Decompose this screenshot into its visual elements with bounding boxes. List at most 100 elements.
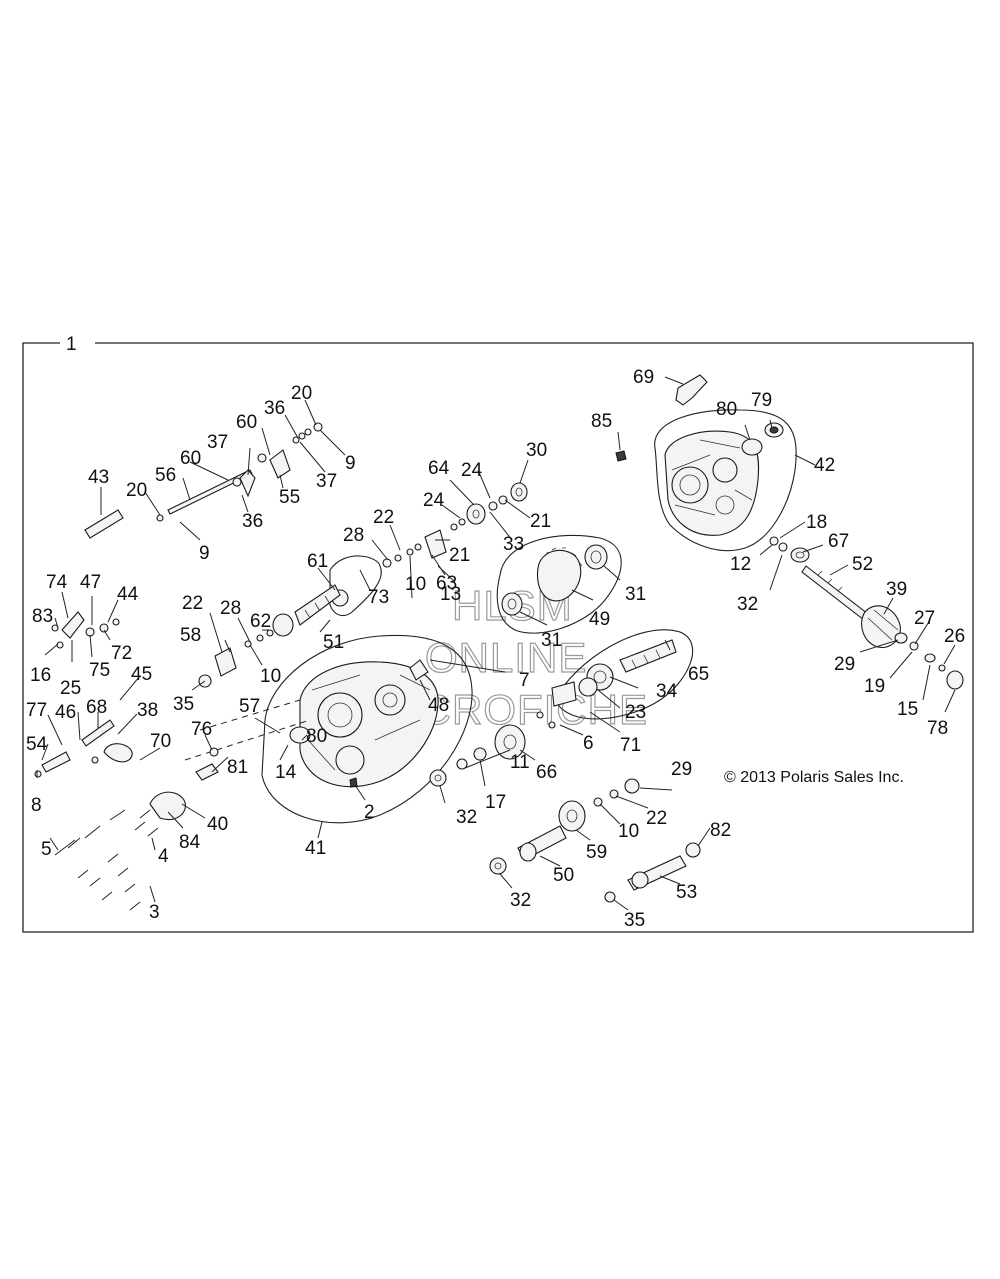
output-shaft-part <box>769 536 964 690</box>
part-label-p68: 68 <box>86 697 107 718</box>
part-label-p40: 40 <box>207 814 228 835</box>
part-label-p11: 11 <box>510 752 530 773</box>
part-label-p75: 75 <box>89 660 110 681</box>
part-label-p28b: 28 <box>220 598 241 619</box>
part-label-p71: 71 <box>620 735 641 756</box>
part-label-p53: 53 <box>676 882 697 903</box>
diagram-frame: 1 <box>22 334 974 933</box>
part-label-p28a: 28 <box>343 525 364 546</box>
part-label-p18: 18 <box>806 512 827 533</box>
part-label-p41: 41 <box>305 838 326 859</box>
part-label-p35a: 35 <box>173 694 194 715</box>
part-label-p13: 13 <box>440 584 461 605</box>
part-label-p46: 46 <box>55 702 76 723</box>
part-label-p49: 49 <box>589 609 610 630</box>
part-label-p59: 59 <box>586 842 607 863</box>
part-label-p77: 77 <box>26 700 47 721</box>
leader-lines <box>36 376 956 911</box>
part-label-p58: 58 <box>180 625 201 646</box>
part-label-p79: 79 <box>751 390 772 411</box>
pinion-shaft-part <box>536 629 694 729</box>
part-label-p12: 12 <box>730 554 751 575</box>
part-label-p85: 85 <box>591 411 612 432</box>
part-label-p45: 45 <box>131 664 152 685</box>
part-label-p15: 15 <box>897 699 918 720</box>
part-label-p31b: 31 <box>541 630 562 651</box>
part-label-p50: 50 <box>553 865 574 886</box>
part-label-p63: 63 <box>436 573 457 594</box>
part-label-p74: 74 <box>46 572 68 593</box>
part-label-p33: 33 <box>503 534 524 555</box>
part-label-p69: 69 <box>633 367 654 388</box>
part-label-p32c: 32 <box>510 890 531 911</box>
part-label-p10a: 10 <box>405 574 426 595</box>
part-label-p37a: 37 <box>207 432 228 453</box>
upper-gear-train-part <box>198 482 528 688</box>
part-label-p38: 38 <box>137 700 158 721</box>
part-label-p48: 48 <box>428 695 449 716</box>
part-label-p76: 76 <box>191 719 212 740</box>
part-label-p9b: 9 <box>199 543 210 564</box>
part-label-p44: 44 <box>117 584 139 605</box>
part-label-p67: 67 <box>828 531 849 552</box>
part-label-p34: 34 <box>656 681 678 702</box>
part-label-p64: 64 <box>428 458 450 479</box>
part-label-p17: 17 <box>485 792 506 813</box>
part-label-p24b: 24 <box>423 490 445 511</box>
part-label-p16: 16 <box>30 665 51 686</box>
part-label-p22c: 22 <box>646 808 667 829</box>
part-label-p6: 6 <box>583 733 594 754</box>
part-label-p56: 56 <box>155 465 176 486</box>
part-label-p51: 51 <box>323 632 344 653</box>
right-case-cover-part <box>615 374 797 552</box>
part-label-p37b: 37 <box>316 471 337 492</box>
part-label-p20b: 20 <box>126 480 147 501</box>
part-label-p22b: 22 <box>182 593 203 614</box>
part-label-p20a: 20 <box>291 383 312 404</box>
part-label-p80b: 80 <box>306 726 327 747</box>
part-label-p3: 3 <box>149 902 160 923</box>
part-label-p14: 14 <box>275 762 297 783</box>
left-small-parts <box>34 611 219 911</box>
part-label-p9a: 9 <box>345 453 356 474</box>
part-label-p2: 2 <box>364 802 375 823</box>
part-label-p32b: 32 <box>456 807 477 828</box>
part-label-p84: 84 <box>179 832 201 853</box>
part-label-p62: 62 <box>250 611 271 632</box>
part-label-p61: 61 <box>307 551 328 572</box>
part-label-p5: 5 <box>41 839 52 860</box>
part-label-p65: 65 <box>688 664 709 685</box>
part-label-p21a: 21 <box>530 511 551 532</box>
part-label-p72: 72 <box>111 643 132 664</box>
part-label-p73: 73 <box>368 587 389 608</box>
part-label-p10c: 10 <box>618 821 639 842</box>
copyright-notice: © 2013 Polaris Sales Inc. <box>724 769 904 786</box>
ring-gear-part <box>496 534 622 634</box>
part-label-p24a: 24 <box>461 460 483 481</box>
part-label-p42: 42 <box>814 455 835 476</box>
part-label-p36b: 36 <box>242 511 263 532</box>
part-label-p31a: 31 <box>625 584 646 605</box>
part-label-p7: 7 <box>519 670 530 691</box>
part-label-p82: 82 <box>710 820 731 841</box>
part-label-p39: 39 <box>886 579 907 600</box>
part-label-p27: 27 <box>914 608 935 629</box>
part-label-p78: 78 <box>927 718 948 739</box>
part-label-p10b: 10 <box>260 666 281 687</box>
part-label-p66: 66 <box>536 762 557 783</box>
part-label-p25: 25 <box>60 678 81 699</box>
part-label-p60a: 60 <box>236 412 257 433</box>
part-label-p35b: 35 <box>624 910 645 931</box>
part-label-p43: 43 <box>88 467 109 488</box>
part-label-p22a: 22 <box>373 507 394 528</box>
lower-gear-train-part <box>429 724 701 903</box>
part-label-p54: 54 <box>26 734 48 755</box>
part-label-p21b: 21 <box>449 545 470 566</box>
part-label-p23: 23 <box>625 702 646 723</box>
part-label-p81: 81 <box>227 757 248 778</box>
part-label-p29a: 29 <box>834 654 855 675</box>
assembly-number: 1 <box>66 334 77 355</box>
watermark-line-2: ONLINE <box>425 634 587 681</box>
part-label-p32a: 32 <box>737 594 758 615</box>
